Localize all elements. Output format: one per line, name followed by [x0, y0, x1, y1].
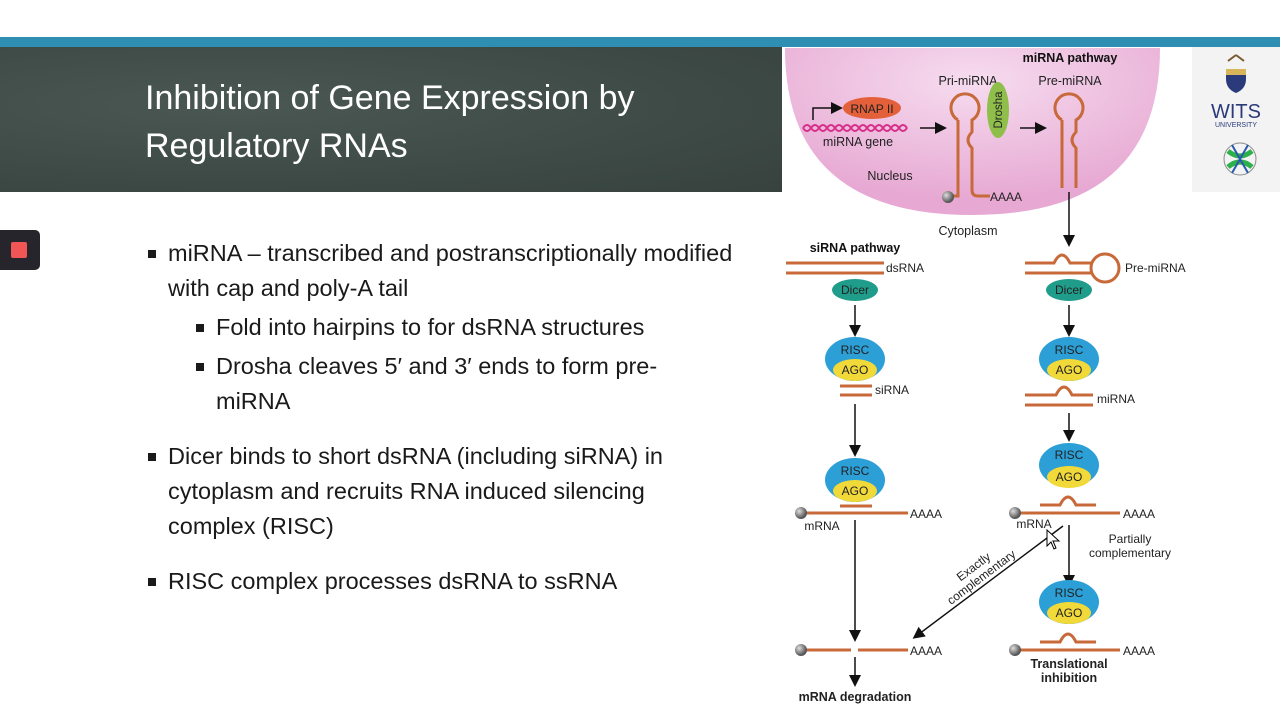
- dicer-icon: [1046, 279, 1092, 301]
- slide-title: Inhibition of Gene Expression by Regulato…: [145, 74, 635, 170]
- risc-label: RISC: [1055, 586, 1084, 600]
- stop-recording-button[interactable]: [0, 230, 40, 270]
- ago-label: AGO: [1056, 470, 1083, 484]
- risc-complex-icon: [1039, 580, 1099, 624]
- sirna-label: siRNA: [875, 383, 909, 397]
- risc-complex-icon: [1039, 443, 1099, 488]
- partially-label: complementary: [1089, 546, 1171, 560]
- dsrna-label: dsRNA: [886, 261, 924, 275]
- risc-label: RISC: [841, 343, 870, 357]
- bullet-subitem: Drosha cleaves 5′ and 3′ ends to form pr…: [193, 349, 726, 419]
- polya-label: AAAA: [910, 644, 942, 658]
- logo-sub: UNIVERSITY: [1215, 122, 1257, 129]
- bullet-item: miRNA – transcribed and postranscription…: [145, 236, 735, 306]
- risc-label: RISC: [1055, 448, 1084, 462]
- ago-label: AGO: [1056, 363, 1083, 377]
- bullet-subitem: Fold into hairpins to for dsRNA structur…: [193, 310, 735, 345]
- nucleus-label: Nucleus: [867, 169, 912, 183]
- title-line-1: Inhibition of Gene Expression by: [145, 79, 635, 117]
- title-line-2: Regulatory RNAs: [145, 127, 408, 165]
- mrna-label: mRNA: [1016, 517, 1051, 531]
- cytoplasm-label: Cytoplasm: [938, 224, 997, 238]
- rnap-ii-icon: [843, 97, 901, 119]
- pre-mirna-duplex-icon: [1025, 252, 1121, 284]
- sirna-icon: [840, 384, 872, 397]
- partially-label: Partially: [1109, 532, 1152, 546]
- stop-icon: [11, 242, 27, 258]
- polya-label: AAAA: [1123, 644, 1155, 658]
- dicer-label: Dicer: [841, 283, 869, 297]
- polya-label: AAAA: [910, 507, 942, 521]
- polya-label: AAAA: [1123, 507, 1155, 521]
- wits-crest-icon: WITS UNIVERSITY: [1211, 54, 1261, 176]
- wits-logo: WITS UNIVERSITY: [1192, 47, 1280, 192]
- dicer-label: Dicer: [1055, 283, 1083, 297]
- risc-complex-icon: [825, 458, 885, 502]
- dicer-icon: [832, 279, 878, 301]
- risc-complex-icon: [1039, 337, 1099, 381]
- mrna-degradation-label: mRNA degradation: [799, 690, 912, 704]
- cap-icon: [795, 507, 807, 519]
- risc-complex-icon: [825, 337, 885, 381]
- risc-label: RISC: [1055, 343, 1084, 357]
- title-banner: [0, 47, 782, 192]
- mouse-cursor-icon: [1046, 528, 1061, 550]
- dna-icon: [802, 124, 908, 132]
- drosha-icon: [987, 82, 1009, 138]
- bullet-item: Dicer binds to short dsRNA (including si…: [145, 439, 735, 544]
- translational-inhibition-label: Translational: [1030, 657, 1107, 671]
- pre-mirna-label: Pre-miRNA: [1125, 261, 1186, 275]
- bullet-item: RISC complex processes dsRNA to ssRNA: [145, 564, 735, 599]
- logo-name: WITS: [1211, 101, 1261, 123]
- sirna-pathway-label: siRNA pathway: [810, 241, 901, 255]
- polya-label: AAAA: [990, 190, 1022, 204]
- cap-icon: [942, 191, 954, 203]
- risc-label: RISC: [841, 464, 870, 478]
- school-emblem-icon: [1223, 142, 1257, 176]
- rnap-label: RNAP II: [850, 102, 893, 116]
- translational-inhibition-label: inhibition: [1041, 671, 1097, 685]
- mirna-pathway-label: miRNA pathway: [1023, 51, 1118, 65]
- drosha-label: Drosha: [993, 91, 1005, 129]
- accent-bar: [0, 37, 1280, 47]
- pri-mirna-hairpin: [949, 92, 990, 198]
- mrna-label: mRNA: [804, 519, 839, 533]
- pre-mirna-label: Pre-miRNA: [1038, 74, 1102, 88]
- pre-mirna-hairpin: [1053, 92, 1085, 188]
- mirna-gene-label: miRNA gene: [823, 135, 893, 149]
- cap-icon: [795, 644, 807, 656]
- ago-label: AGO: [842, 363, 869, 377]
- ago-label: AGO: [1056, 606, 1083, 620]
- mirna-label: miRNA: [1097, 392, 1135, 406]
- cap-icon: [1009, 507, 1021, 519]
- mirna-icon: [1025, 385, 1093, 407]
- bullet-list: miRNA – transcribed and postranscription…: [145, 236, 735, 599]
- ago-label: AGO: [842, 484, 869, 498]
- dsrna-icon: [786, 261, 884, 275]
- pri-mirna-label: Pri-miRNA: [938, 74, 998, 88]
- cap-icon: [1009, 644, 1021, 656]
